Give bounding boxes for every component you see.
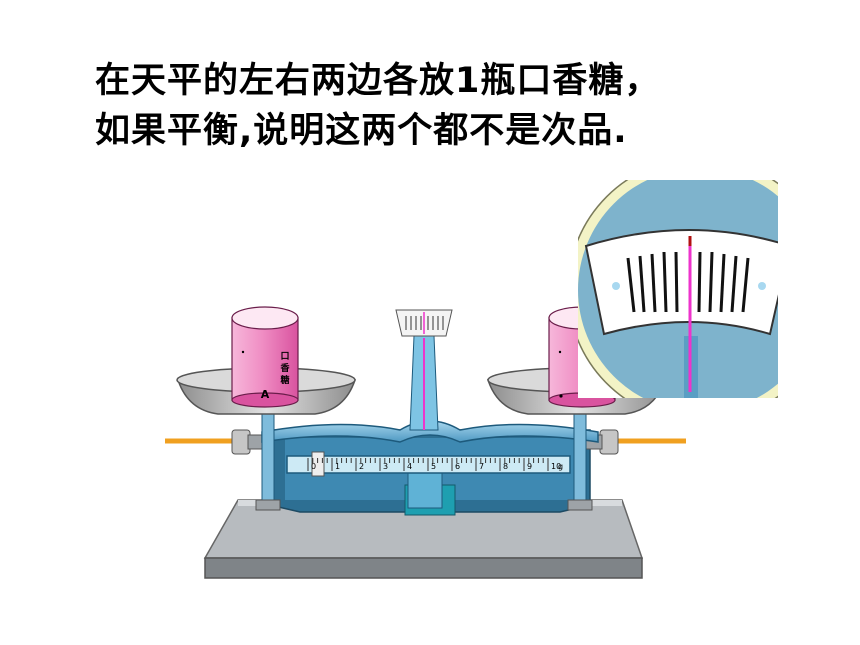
beam-tick-label: 4 xyxy=(407,462,412,471)
jar-a-label-3: 糖 xyxy=(280,374,289,386)
beam-tick-label: 10 xyxy=(551,462,561,471)
beam-tick-label: 5 xyxy=(431,462,436,471)
magnified-dial-inset xyxy=(578,180,778,398)
caption-line-2: 如果平衡,说明这两个都不是次品. xyxy=(95,111,628,151)
rider-beam: 0 1 2 3 4 5 6 7 8 9 10g xyxy=(286,451,571,477)
jar-a-label-2: 香 xyxy=(279,362,290,374)
jar-a: 口 香 糖 A xyxy=(231,306,299,408)
balance-beam xyxy=(261,420,599,443)
caption: 在天平的左右两边各放1瓶口香糖， 如果平衡,说明这两个都不是次品. xyxy=(95,56,660,156)
beam-tick-label: 8 xyxy=(503,462,508,471)
beam-tick-label: g xyxy=(558,462,563,471)
beam-tick-label: 9 xyxy=(527,462,532,471)
beam-tick-label: 1 xyxy=(335,462,340,471)
rider-weight xyxy=(311,451,325,477)
center-pillar xyxy=(407,335,443,509)
beam-tick-label: 7 xyxy=(479,462,484,471)
caption-line-1: 在天平的左右两边各放1瓶口香糖， xyxy=(95,61,661,101)
jar-a-label-1: 口 xyxy=(280,351,289,362)
beam-tick-label: 0 xyxy=(311,462,316,471)
beam-tick-label: 6 xyxy=(455,462,460,471)
jar-a-tag: A xyxy=(261,388,270,401)
pointer-dial xyxy=(395,309,453,337)
beam-tick-label: 3 xyxy=(383,462,388,471)
beam-tick-label: 2 xyxy=(359,462,364,471)
